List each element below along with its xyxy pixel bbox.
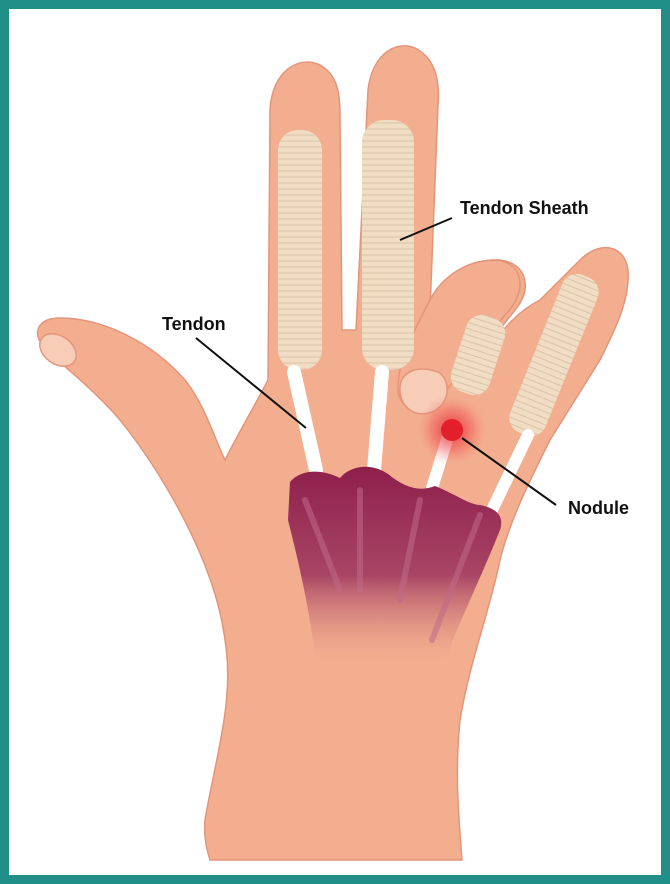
sheath-index — [278, 130, 322, 370]
sheath-middle — [362, 120, 414, 370]
label-tendon-sheath: Tendon Sheath — [460, 198, 589, 218]
nodule — [441, 419, 463, 441]
label-nodule: Nodule — [568, 498, 629, 518]
label-tendon: Tendon — [162, 314, 226, 334]
tendon-middle — [374, 372, 382, 470]
hand-skin — [38, 46, 628, 860]
